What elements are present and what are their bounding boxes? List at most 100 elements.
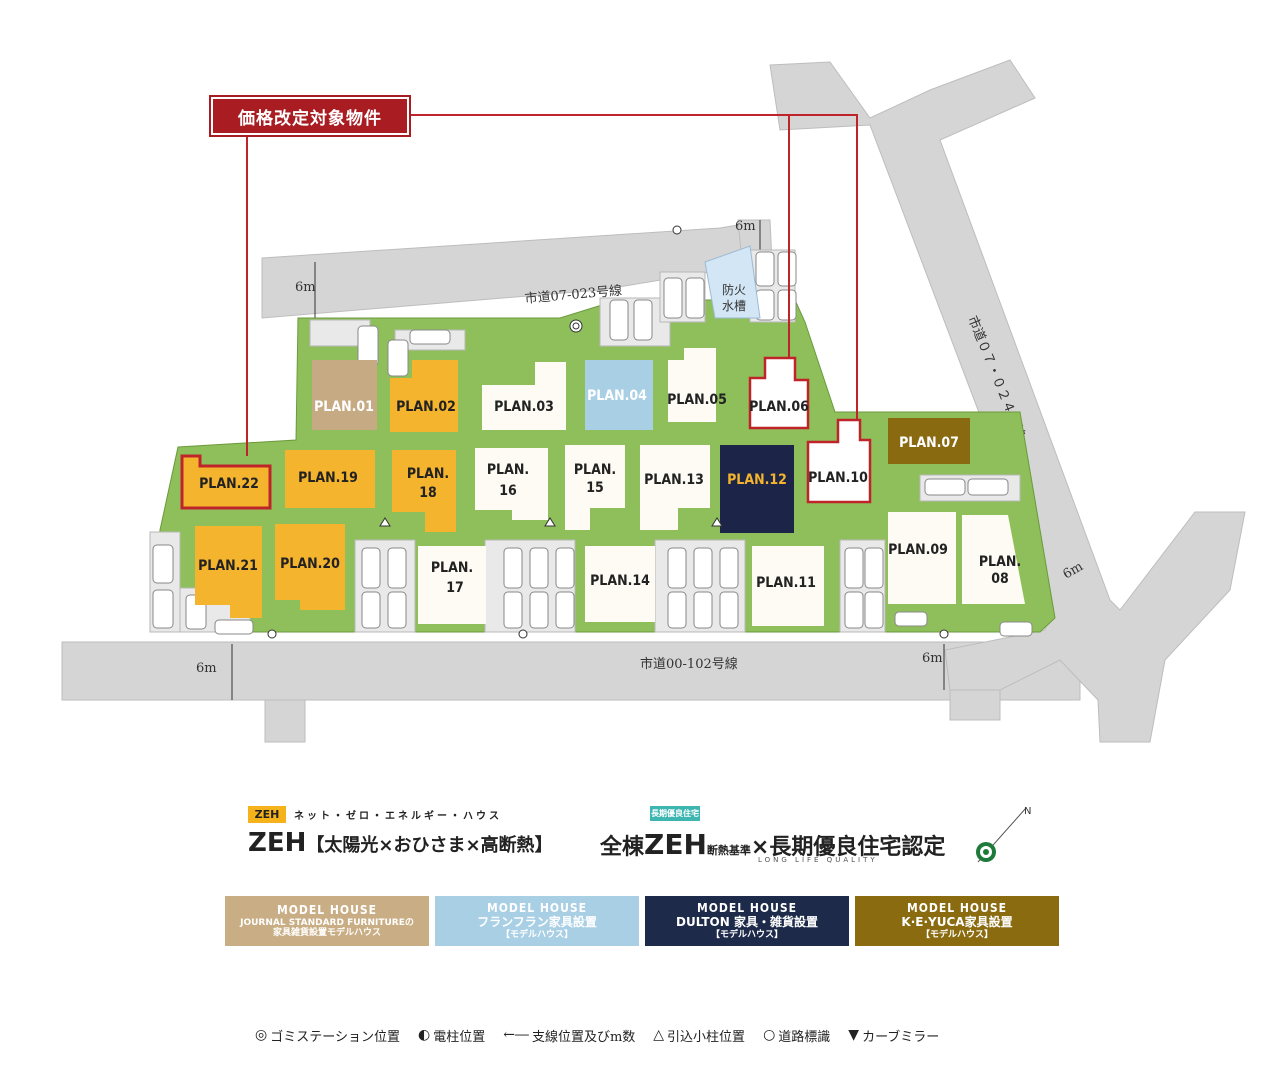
fire-tank-label-1: 防火	[722, 282, 746, 297]
lot-plan-02-label: PLAN.02	[396, 399, 456, 415]
model-house-line2-1: 家具雑貨設置モデルハウス	[272, 927, 381, 938]
model-house-title-1: MODEL HOUSE	[276, 902, 378, 917]
lot-plan-22[interactable]: PLAN.22	[180, 454, 272, 510]
lot-plan-06[interactable]: PLAN.06	[748, 356, 810, 430]
model-house-badge-1: MODEL HOUSE JOURNAL STANDARD FURNITUREの …	[225, 896, 429, 946]
road-sign-circle-icon: ○	[763, 1027, 776, 1043]
compass-icon: N	[976, 806, 1031, 863]
zeh-item-1: 太陽光	[324, 835, 379, 856]
lot-plan-17-label-2: 17	[446, 580, 464, 596]
south-road-stub-east	[949, 689, 1001, 721]
all-label: 全棟	[600, 835, 645, 860]
width-label-se: 6m	[922, 651, 943, 666]
lot-plan-03-label: PLAN.03	[494, 399, 554, 415]
parked-cars	[152, 251, 1033, 637]
zeh-subtitle: ネット・ゼロ・エネルギー・ハウス	[294, 811, 502, 822]
legend-item-guy-wire: ←―支線位置及びm数	[503, 1026, 635, 1045]
lot-plan-06-label: PLAN.06	[749, 399, 809, 415]
zeh-x-1: ×	[378, 835, 394, 856]
legend-item-road-sign: ○道路標識	[763, 1026, 830, 1045]
lot-plan-15-label-1: PLAN.	[574, 462, 616, 478]
lots: PLAN.01 PLAN.02 PLAN.03 PLAN.04 PLAN.05 …	[180, 348, 1025, 626]
chouki-label: 長期優良住宅認定	[769, 835, 946, 860]
zeh-bracket-open: 【	[306, 835, 325, 856]
lot-plan-08-label-2: 08	[991, 571, 1009, 587]
compass-north: N	[1024, 806, 1031, 817]
model-house-line1-1: JOURNAL STANDARD FURNITUREの	[240, 917, 414, 928]
long-life-x: ×	[750, 835, 770, 860]
lot-plan-01-label: PLAN.01	[314, 399, 374, 415]
service-pole-triangle-icon: △	[653, 1027, 665, 1043]
lot-plan-17[interactable]: PLAN. 17	[418, 546, 486, 624]
legend-label-guy-wire: 支線位置及びm数	[531, 1029, 636, 1045]
lot-plan-02[interactable]: PLAN.02	[390, 360, 458, 432]
lot-plan-13[interactable]: PLAN.13	[640, 445, 710, 530]
lot-plan-01[interactable]: PLAN.01	[312, 360, 377, 430]
lot-plan-19[interactable]: PLAN.19	[285, 450, 375, 508]
lot-plan-19-label: PLAN.19	[298, 470, 358, 486]
legend-item-service-pole: △引込小柱位置	[653, 1026, 745, 1045]
south-road-stub	[264, 699, 306, 743]
model-house-line1-3: DULTON 家具・雑貨設置	[676, 914, 818, 929]
lot-plan-17-label-1: PLAN.	[431, 560, 473, 576]
east-road	[769, 59, 1246, 743]
lot-plan-18[interactable]: PLAN. 18	[392, 450, 456, 532]
lot-plan-15[interactable]: PLAN. 15	[565, 445, 625, 530]
model-house-line1-4: K·E·YUCA家具設置	[901, 914, 1013, 929]
lot-plan-21[interactable]: PLAN.21	[195, 526, 262, 618]
model-house-line2-2: 【モデルハウス】	[500, 929, 573, 940]
lot-plan-12-label: PLAN.12	[727, 472, 787, 488]
width-label-nw: 6m	[295, 280, 316, 295]
lot-plan-04[interactable]: PLAN.04	[585, 360, 653, 430]
lot-plan-13-label: PLAN.13	[644, 472, 704, 488]
lot-plan-15-label-2: 15	[586, 480, 604, 496]
model-house-badge-2: MODEL HOUSE フランフラン家具設置 【モデルハウス】	[435, 896, 639, 946]
legend: ◎ゴミステーション位置 ◐電柱位置 ←―支線位置及びm数 △引込小柱位置 ○道路…	[255, 1020, 1055, 1050]
zeh-banner: ZEH ネット・ゼロ・エネルギー・ハウス ZEH【太陽光×おひさま×高断熱】	[248, 806, 588, 868]
legend-label-curve-mirror: カーブミラー	[862, 1029, 940, 1045]
legend-label-service-pole: 引込小柱位置	[667, 1029, 746, 1045]
lot-plan-14[interactable]: PLAN.14	[585, 546, 655, 622]
lot-plan-21-label: PLAN.21	[198, 558, 258, 574]
model-house-title-3: MODEL HOUSE	[696, 901, 798, 916]
model-house-title-2: MODEL HOUSE	[486, 901, 588, 916]
lot-plan-11-label: PLAN.11	[756, 575, 816, 591]
lot-plan-12[interactable]: PLAN.12	[720, 445, 794, 533]
lot-plan-07-label: PLAN.07	[899, 435, 959, 451]
model-house-line1-2: フランフラン家具設置	[477, 914, 597, 929]
lot-plan-18-label-2: 18	[419, 485, 437, 501]
long-life-banner: 長期優良住宅 全棟ZEH断熱基準×長期優良住宅認定 LONG LIFE QUAL…	[600, 806, 945, 868]
model-house-title-4: MODEL HOUSE	[906, 901, 1008, 916]
zeh2-label: ZEH	[644, 828, 707, 861]
fire-tank: 防火 水槽	[704, 245, 761, 319]
price-revision-notice: 価格改定対象物件	[209, 95, 411, 137]
legend-item-garbage: ◎ゴミステーション位置	[255, 1026, 400, 1045]
zeh-main: ZEH【太陽光×おひさま×高断熱】	[248, 828, 553, 858]
lot-plan-18-label-1: PLAN.	[407, 466, 449, 482]
model-house-badge-3: MODEL HOUSE DULTON 家具・雑貨設置 【モデルハウス】	[645, 896, 849, 946]
fire-tank-label-2: 水槽	[722, 299, 746, 313]
lot-plan-22-label: PLAN.22	[199, 476, 259, 492]
lot-plan-07[interactable]: PLAN.07	[888, 418, 970, 464]
width-label-sw: 6m	[196, 661, 217, 676]
lot-plan-09[interactable]: PLAN.09	[888, 512, 956, 604]
zeh-item-3: 高断熱	[480, 835, 535, 856]
legend-item-curve-mirror: ▼カーブミラー	[848, 1026, 939, 1045]
lot-plan-04-label: PLAN.04	[587, 388, 647, 404]
lot-plan-08[interactable]: PLAN. 08	[962, 515, 1025, 604]
lot-plan-20[interactable]: PLAN.20	[275, 524, 345, 610]
zeh-badge: ZEH	[248, 806, 286, 823]
lot-plan-11[interactable]: PLAN.11	[752, 546, 824, 626]
lot-plan-10[interactable]: PLAN.10	[806, 418, 872, 504]
dimension-lines	[231, 220, 945, 700]
legend-label-road-sign: 道路標識	[778, 1029, 831, 1045]
lot-plan-05-label: PLAN.05	[667, 392, 727, 408]
lot-plan-16[interactable]: PLAN. 16	[475, 448, 548, 520]
zeh-x-2: ×	[465, 835, 481, 856]
lot-plan-05[interactable]: PLAN.05	[667, 348, 727, 422]
curve-mirror-icon: ▼	[848, 1027, 860, 1043]
lot-plan-09-label: PLAN.09	[888, 542, 948, 558]
lot-plan-03[interactable]: PLAN.03	[482, 362, 566, 430]
south-road-label: 市道00-102号線	[640, 656, 738, 672]
south-road	[61, 641, 1081, 701]
